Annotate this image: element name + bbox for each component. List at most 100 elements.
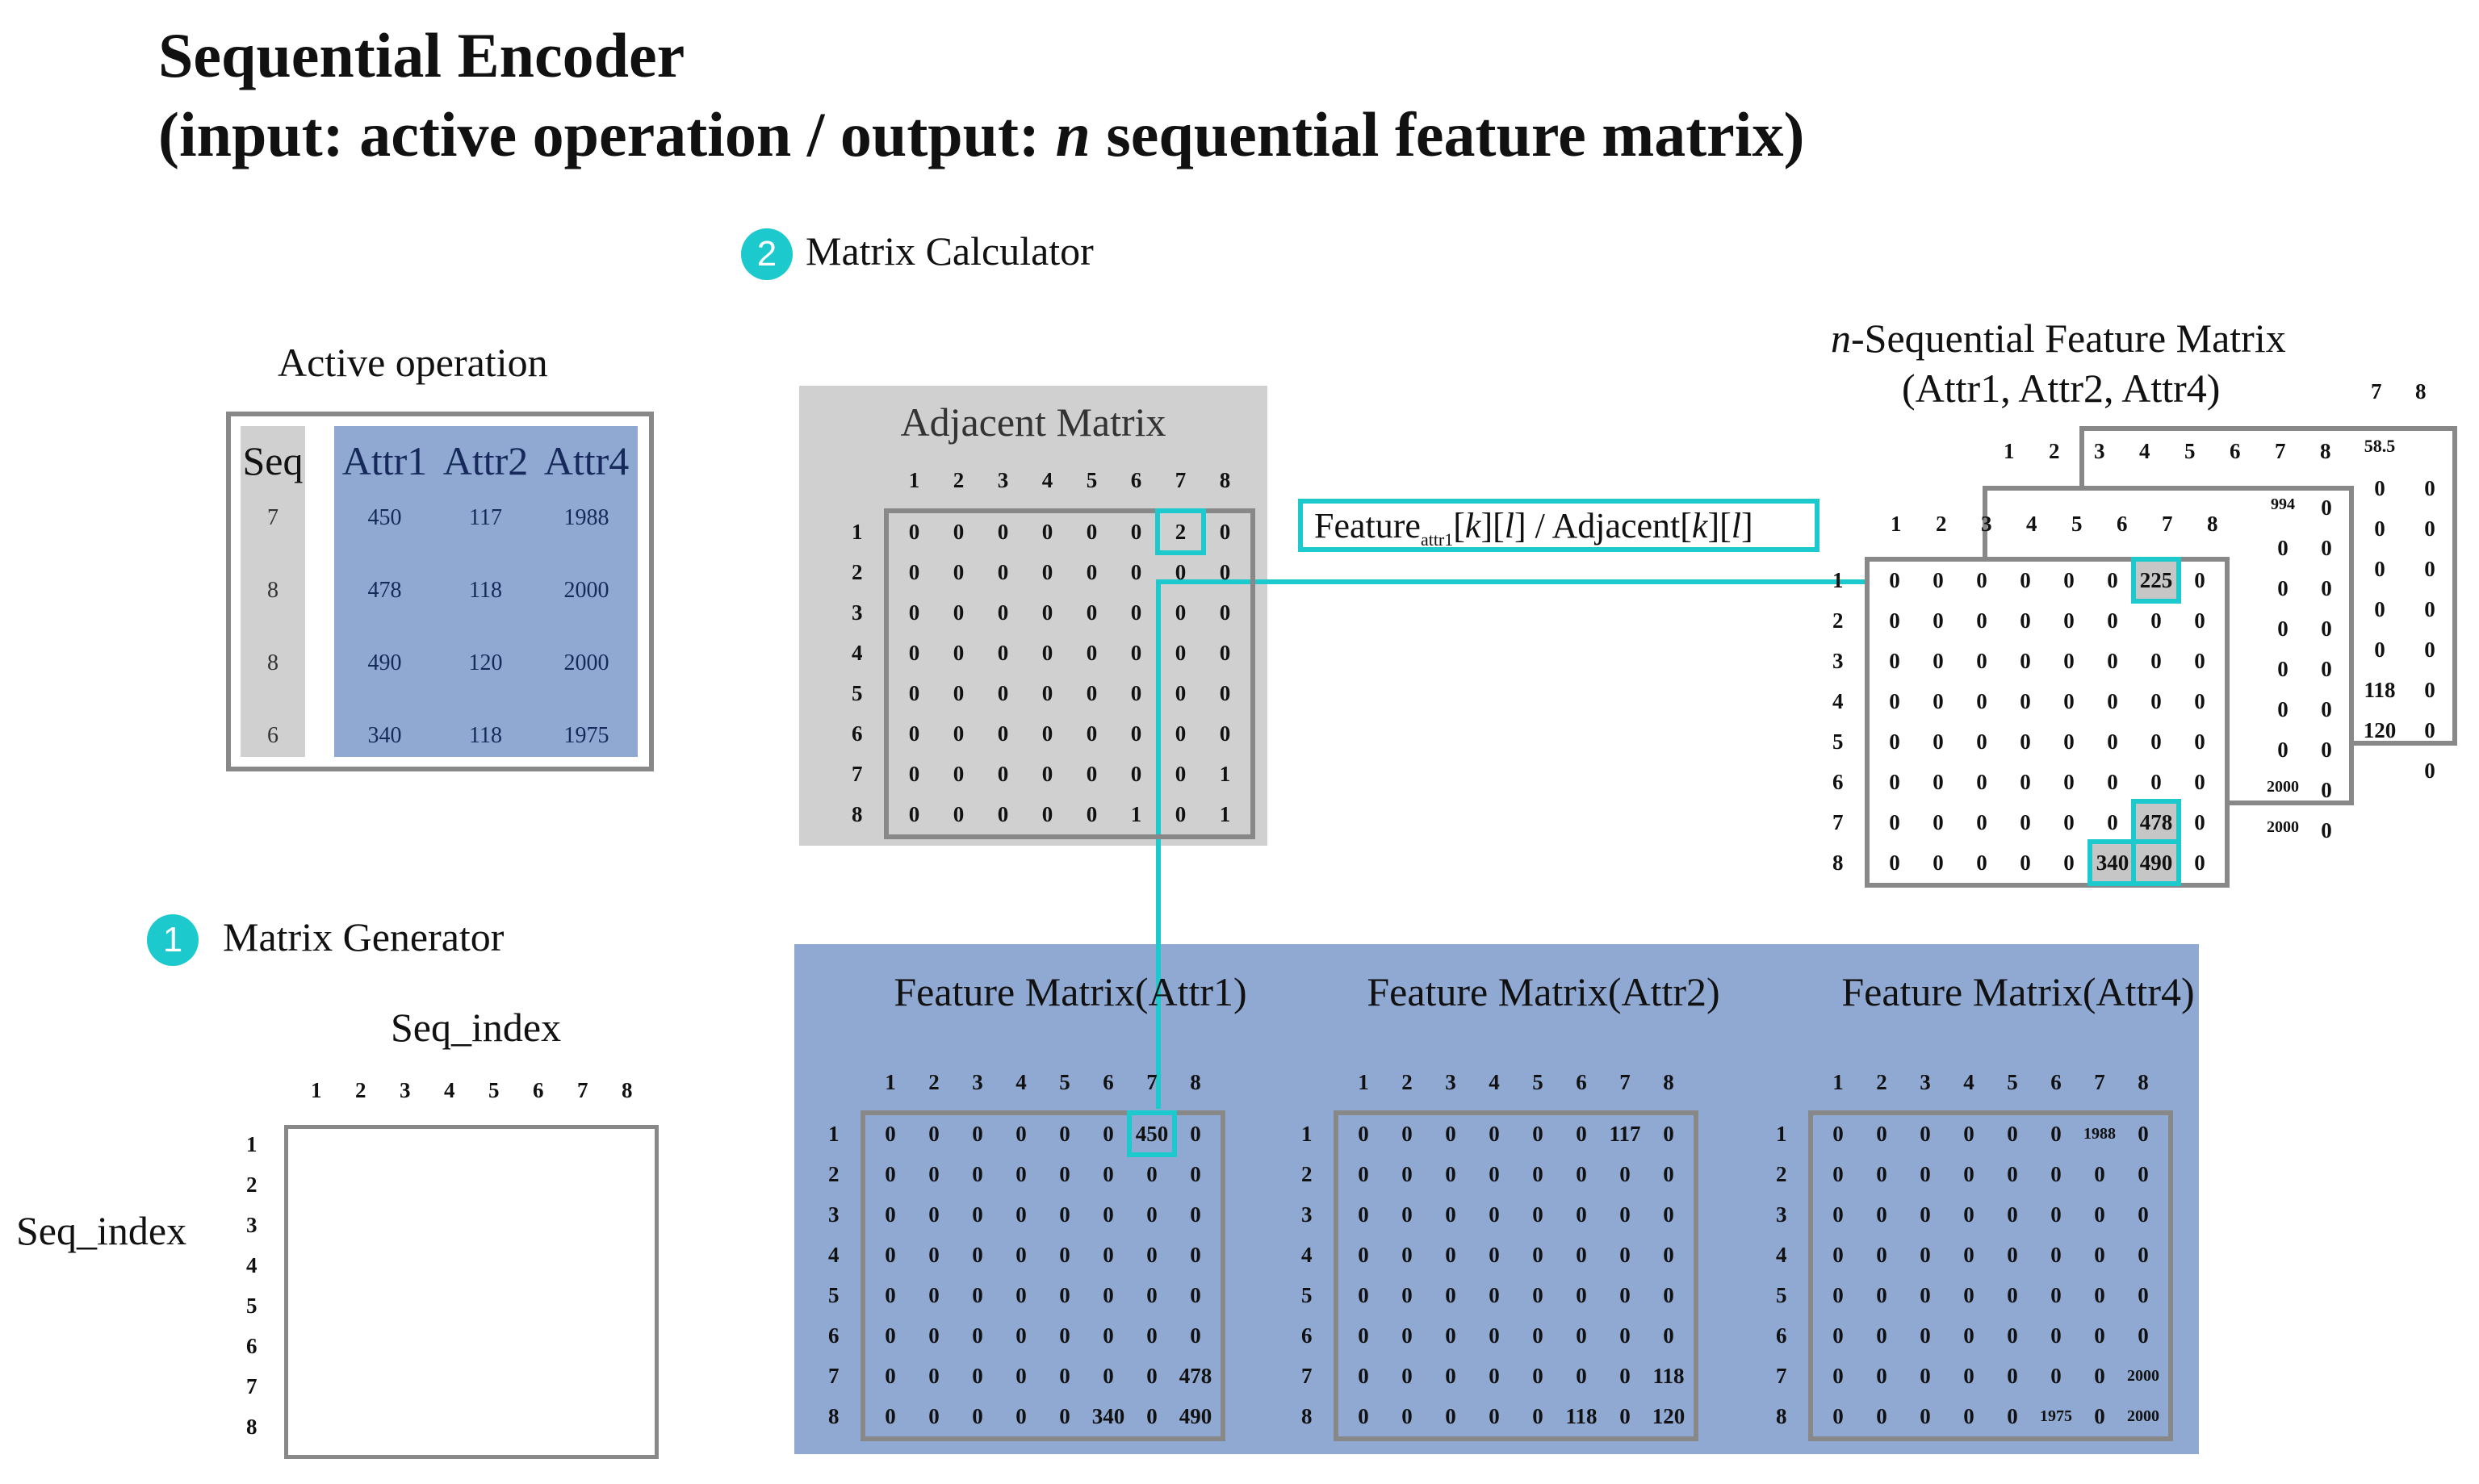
row-index: 4 (246, 1253, 258, 1277)
matrix-cell: 0 (953, 721, 965, 746)
matrix-cell: 0 (1976, 568, 1987, 592)
column-index: 7 (577, 1078, 588, 1102)
matrix-cell: 0 (1976, 770, 1987, 794)
matrix-cell: 0 (2321, 617, 2332, 641)
matrix-cell: 0 (1175, 762, 1187, 786)
matrix-cell: 58.5 (2364, 436, 2396, 456)
matrix-cell: 0 (1963, 1243, 1974, 1267)
highlight-box (2131, 839, 2181, 886)
row-index: 1 (1776, 1122, 1787, 1146)
matrix-cell: 0 (2107, 770, 2118, 794)
matrix-cell: 0 (1358, 1323, 1369, 1348)
matrix-cell: 0 (928, 1283, 940, 1307)
matrix-cell: 0 (1876, 1243, 1887, 1267)
matrix-cell: 0 (972, 1162, 983, 1186)
matrix-cell: 0 (953, 802, 965, 826)
formula-box: Featureattr1[k][l] / Adjacent[k][l] (1298, 499, 1819, 552)
matrix-cell: 0 (1619, 1283, 1631, 1307)
matrix-cell: 0 (1190, 1122, 1201, 1146)
matrix-cell: 0 (1619, 1202, 1631, 1227)
matrix-cell: 0 (908, 762, 920, 786)
matrix-cell: 0 (997, 520, 1009, 544)
formula-text: Featureattr1[k][l] / Adjacent[k][l] (1314, 506, 1753, 550)
matrix-cell: 0 (1401, 1122, 1413, 1146)
matrix-cell: 0 (2277, 617, 2288, 641)
matrix-cell: 0 (1832, 1404, 1844, 1428)
matrix-cell: 0 (1933, 649, 1944, 673)
matrix-cell: 0 (1920, 1202, 1931, 1227)
matrix-cell: 0 (2063, 568, 2075, 592)
matrix-cell: 0 (1130, 600, 1142, 625)
matrix-cell: 0 (1219, 721, 1231, 746)
column-index: 5 (2184, 439, 2196, 463)
row-index: 7 (1832, 810, 1844, 834)
matrix-cell: 0 (1103, 1122, 1114, 1146)
row-index: 2 (1301, 1162, 1313, 1186)
matrix-cell: 0 (1401, 1162, 1413, 1186)
matrix-cell: 994 (2271, 495, 2295, 513)
matrix-cell: 0 (2020, 729, 2031, 754)
matrix-cell: 0 (1576, 1202, 1587, 1227)
matrix-cell: 0 (2321, 818, 2332, 842)
column-index: 5 (2007, 1070, 2018, 1094)
matrix-cell: 0 (1532, 1202, 1543, 1227)
matrix-cell: 0 (2321, 778, 2332, 802)
matrix-cell: 0 (1130, 721, 1142, 746)
matrix-cell: 0 (2321, 697, 2332, 721)
matrix-cell: 0 (1576, 1323, 1587, 1348)
row-index: 3 (852, 600, 863, 625)
matrix-cell: 0 (2424, 759, 2435, 783)
matrix-cell: 0 (1876, 1162, 1887, 1186)
matrix-cell: 0 (1445, 1404, 1456, 1428)
matrix-cell: 0 (1146, 1364, 1158, 1388)
matrix-cell: 0 (2007, 1364, 2018, 1388)
matrix-cell: 0 (928, 1404, 940, 1428)
matrix-cell: 0 (1963, 1283, 1974, 1307)
matrix-cell: 0 (1532, 1364, 1543, 1388)
matrix-cell: 0 (2063, 770, 2075, 794)
matrix-cell: 0 (1401, 1243, 1413, 1267)
matrix-cell: 0 (2321, 657, 2332, 681)
matrix-cell: 0 (2020, 649, 2031, 673)
matrix-cell: 0 (1103, 1323, 1114, 1348)
matrix-cell: 0 (1015, 1364, 1027, 1388)
matrix-cell: 0 (1059, 1122, 1070, 1146)
matrix-cell: 0 (1041, 520, 1053, 544)
matrix-cell: 0 (1619, 1364, 1631, 1388)
matrix-cell: 0 (1130, 681, 1142, 705)
matrix-cell: 0 (1489, 1404, 1500, 1428)
matrix-cell: 0 (1190, 1283, 1201, 1307)
matrix-cell: 0 (1663, 1122, 1674, 1146)
matrix-cell: 0 (885, 1202, 896, 1227)
matrix-cell: 0 (2020, 851, 2031, 875)
matrix-cell: 0 (1889, 568, 1900, 592)
matrix-cell: 1975 (2040, 1407, 2072, 1425)
matrix-cell: 0 (1146, 1243, 1158, 1267)
matrix-cell: 0 (2007, 1162, 2018, 1186)
matrix-cell: 0 (2107, 729, 2118, 754)
matrix-cell: 0 (1190, 1202, 1201, 1227)
matrix-cell: 0 (1358, 1364, 1369, 1388)
column-index: 4 (2139, 439, 2150, 463)
column-index: 7 (2275, 439, 2286, 463)
matrix-cell: 0 (1576, 1364, 1587, 1388)
matrix-cell: 0 (1889, 729, 1900, 754)
matrix-cell: 490 (1179, 1404, 1212, 1428)
adjacent-matrix (884, 508, 1255, 839)
matrix-cell: 0 (2194, 851, 2205, 875)
matrix-cell: 0 (1086, 762, 1098, 786)
matrix-cell: 0 (1576, 1283, 1587, 1307)
matrix-cell: 0 (908, 560, 920, 584)
matrix-cell: 0 (2194, 689, 2205, 713)
matrix-cell: 0 (1920, 1404, 1931, 1428)
matrix-cell: 0 (2277, 738, 2288, 762)
row-index: 5 (828, 1283, 840, 1307)
matrix-cell: 0 (885, 1122, 896, 1146)
matrix-cell: 0 (1876, 1202, 1887, 1227)
matrix-cell: 0 (908, 520, 920, 544)
row-index: 6 (1776, 1323, 1787, 1348)
seq-index-matrix (284, 1125, 659, 1459)
matrix-cell: 0 (1832, 1243, 1844, 1267)
matrix-cell: 0 (1401, 1283, 1413, 1307)
matrix-cell: 478 (2134, 802, 2178, 842)
